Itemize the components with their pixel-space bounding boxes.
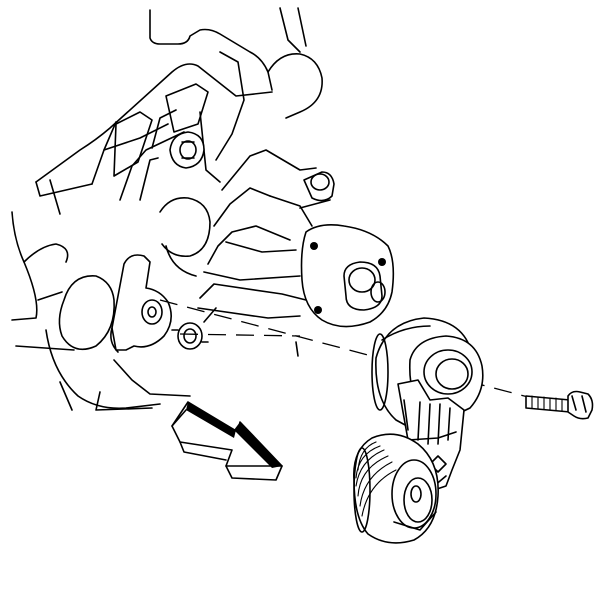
direction-arrow <box>171 401 283 481</box>
upper-bolt <box>169 131 205 169</box>
engine-block <box>11 7 323 411</box>
drive-belt-tensioner <box>371 317 484 493</box>
bracket-bolt <box>171 322 209 350</box>
mounting-bracket <box>110 254 172 353</box>
idler-pulley-mount <box>269 171 395 328</box>
tensioner-pulley <box>353 433 439 544</box>
tensioner-bolt <box>525 390 594 420</box>
